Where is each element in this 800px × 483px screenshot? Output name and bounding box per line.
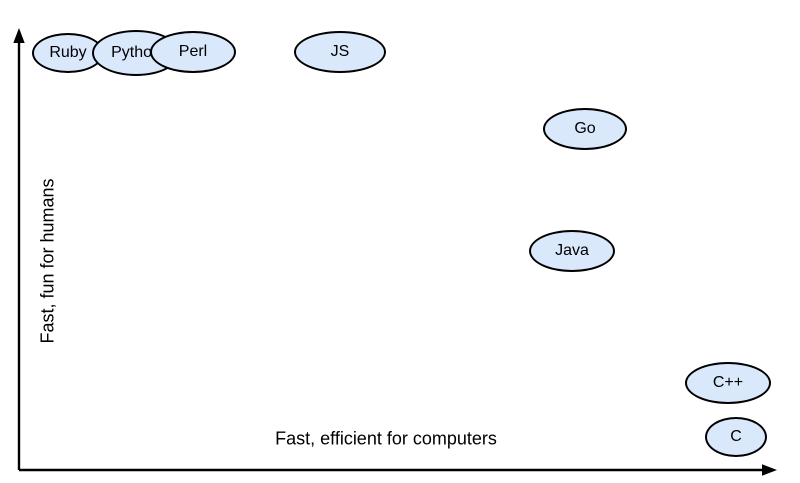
y-axis-arrowhead-icon: [13, 28, 25, 43]
language-node-perl: Perl: [150, 31, 236, 73]
language-node-go: Go: [543, 108, 627, 150]
x-axis-arrowhead-icon: [762, 464, 777, 476]
language-node-js: JS: [294, 31, 386, 73]
y-axis-label: Fast, fun for humans: [37, 178, 58, 344]
x-axis-label: Fast, efficient for computers: [275, 428, 497, 449]
language-node-java: Java: [529, 230, 615, 272]
language-node-label: Ruby: [49, 44, 87, 61]
language-node-label: JS: [330, 43, 350, 60]
language-node-label: Python: [111, 44, 161, 61]
language-node-label: Perl: [178, 43, 208, 60]
language-node-label: C++: [712, 374, 744, 391]
language-node-label: Go: [574, 120, 596, 137]
language-node-label: Java: [555, 242, 589, 259]
language-node-label: C: [730, 428, 742, 445]
language-node-c: C: [705, 417, 767, 457]
language-node-cpp: C++: [685, 362, 771, 404]
